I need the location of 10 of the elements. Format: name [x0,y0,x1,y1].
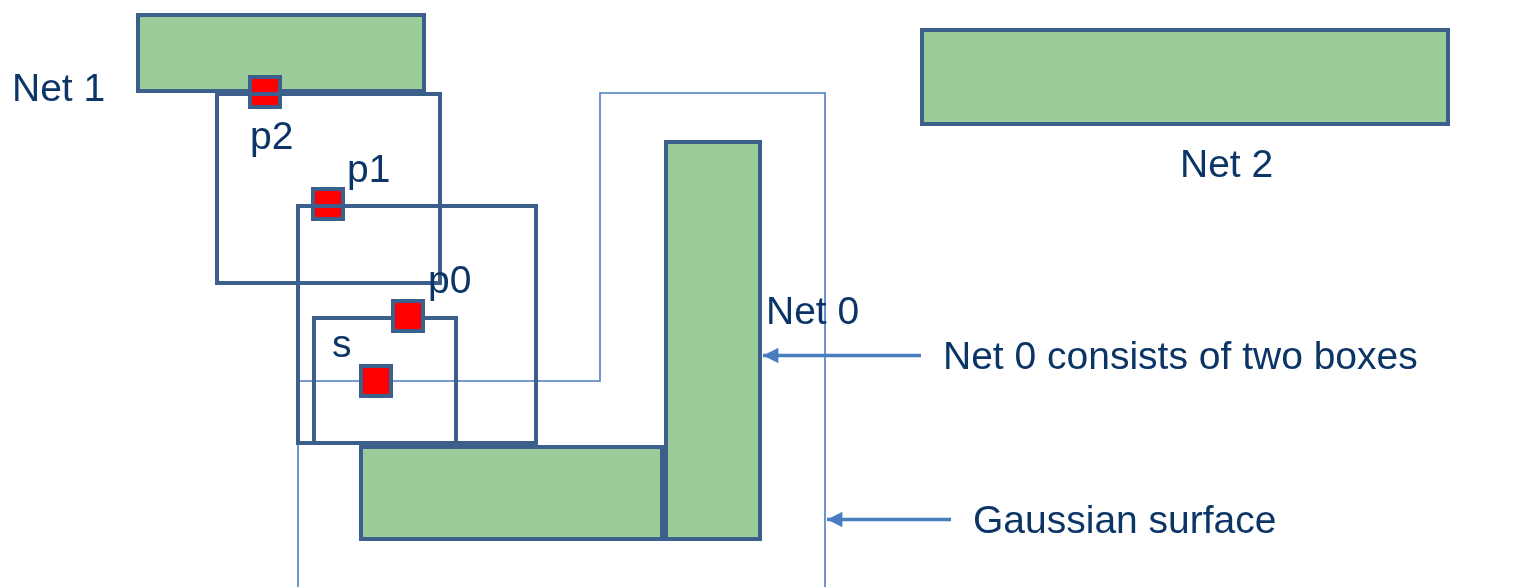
net-label: Net 1 [12,68,106,107]
arrow [763,347,921,364]
point-label: p1 [347,149,391,188]
arrow [827,511,951,528]
callout-text: Net 0 consists of two boxes [943,336,1418,375]
point-label: s [332,324,352,363]
net-label: Net 2 [1180,144,1274,183]
point-label: p0 [428,260,472,299]
point-label: p2 [250,116,294,155]
callout-text: Gaussian surface [973,500,1277,539]
